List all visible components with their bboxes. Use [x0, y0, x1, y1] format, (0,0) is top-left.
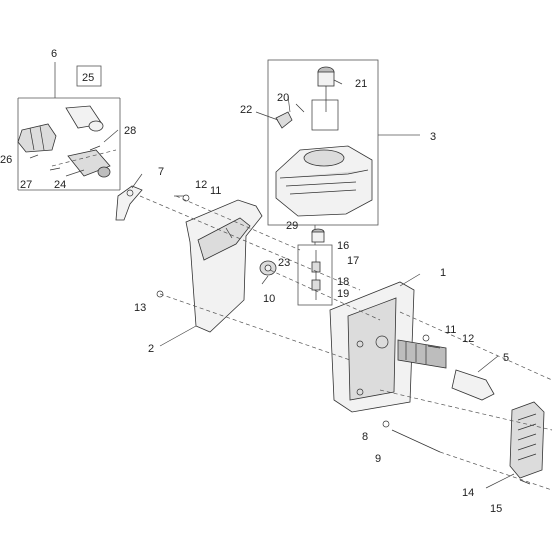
group-6-frame	[17, 62, 121, 191]
part-16-shaft	[311, 228, 325, 300]
ref-box-25	[76, 65, 102, 87]
callout-8: 8	[362, 431, 368, 443]
callout-1: 1	[440, 267, 446, 279]
callout-19: 19	[337, 288, 349, 300]
group-3-frame	[267, 59, 420, 306]
callout-13: 13	[134, 302, 146, 314]
callout-16: 16	[337, 240, 349, 252]
callout-11-upper: 11	[210, 185, 221, 197]
callout-15: 15	[490, 503, 502, 515]
part-2-plate	[185, 199, 263, 333]
callout-14: 14	[462, 487, 474, 499]
callout-10: 10	[263, 293, 275, 305]
callout-17: 17	[347, 255, 359, 267]
callout-21: 21	[355, 78, 367, 90]
part-29-engine	[275, 145, 373, 217]
part-9-rod	[391, 429, 441, 453]
part-15-screw	[519, 479, 531, 485]
leader-lines	[29, 79, 515, 489]
part-5-grip	[397, 339, 495, 401]
assembly-lines	[51, 149, 553, 491]
callout-25: 25	[82, 72, 94, 84]
callout-6: 6	[51, 48, 57, 60]
part-7-bracket	[115, 185, 143, 221]
callout-23: 23	[278, 257, 290, 269]
part-20-pin	[295, 103, 305, 113]
callout-7: 7	[158, 166, 164, 178]
callout-9: 9	[375, 453, 381, 465]
callout-29: 29	[286, 220, 298, 232]
callout-26: 26	[0, 154, 12, 166]
callout-5: 5	[503, 352, 509, 364]
callout-labels: 6 25 28 26 27 24 7 12 11 22 20 21 3 29 1…	[0, 48, 509, 515]
part-12-screw-right	[427, 345, 441, 349]
part-14-cover	[509, 401, 545, 479]
callout-18: 18	[337, 276, 349, 288]
part-23-washer	[259, 260, 277, 276]
callout-12-right: 12	[462, 333, 474, 345]
callout-2: 2	[148, 343, 154, 355]
callout-22: 22	[240, 104, 252, 116]
callout-20: 20	[277, 92, 289, 104]
callout-12-upper: 12	[195, 179, 207, 191]
part-22-fitting	[275, 111, 293, 129]
part-28-pin	[89, 145, 101, 151]
part-13-screw	[156, 290, 164, 298]
part-26-clip	[17, 123, 57, 153]
part-25-tube	[65, 105, 104, 132]
callout-24: 24	[54, 179, 66, 191]
part-8-washer	[382, 420, 390, 428]
callout-11-right: 11	[445, 324, 456, 336]
part-24-connector	[67, 149, 111, 178]
part-11-washer-upper	[182, 194, 190, 202]
callout-28: 28	[124, 125, 136, 137]
callout-3: 3	[430, 131, 436, 143]
callout-27: 27	[20, 179, 32, 191]
part-1-body	[329, 281, 415, 413]
part-11-washer-right	[422, 334, 430, 342]
part-21-fuel-cap	[311, 66, 339, 131]
part-27-screw	[49, 167, 61, 171]
